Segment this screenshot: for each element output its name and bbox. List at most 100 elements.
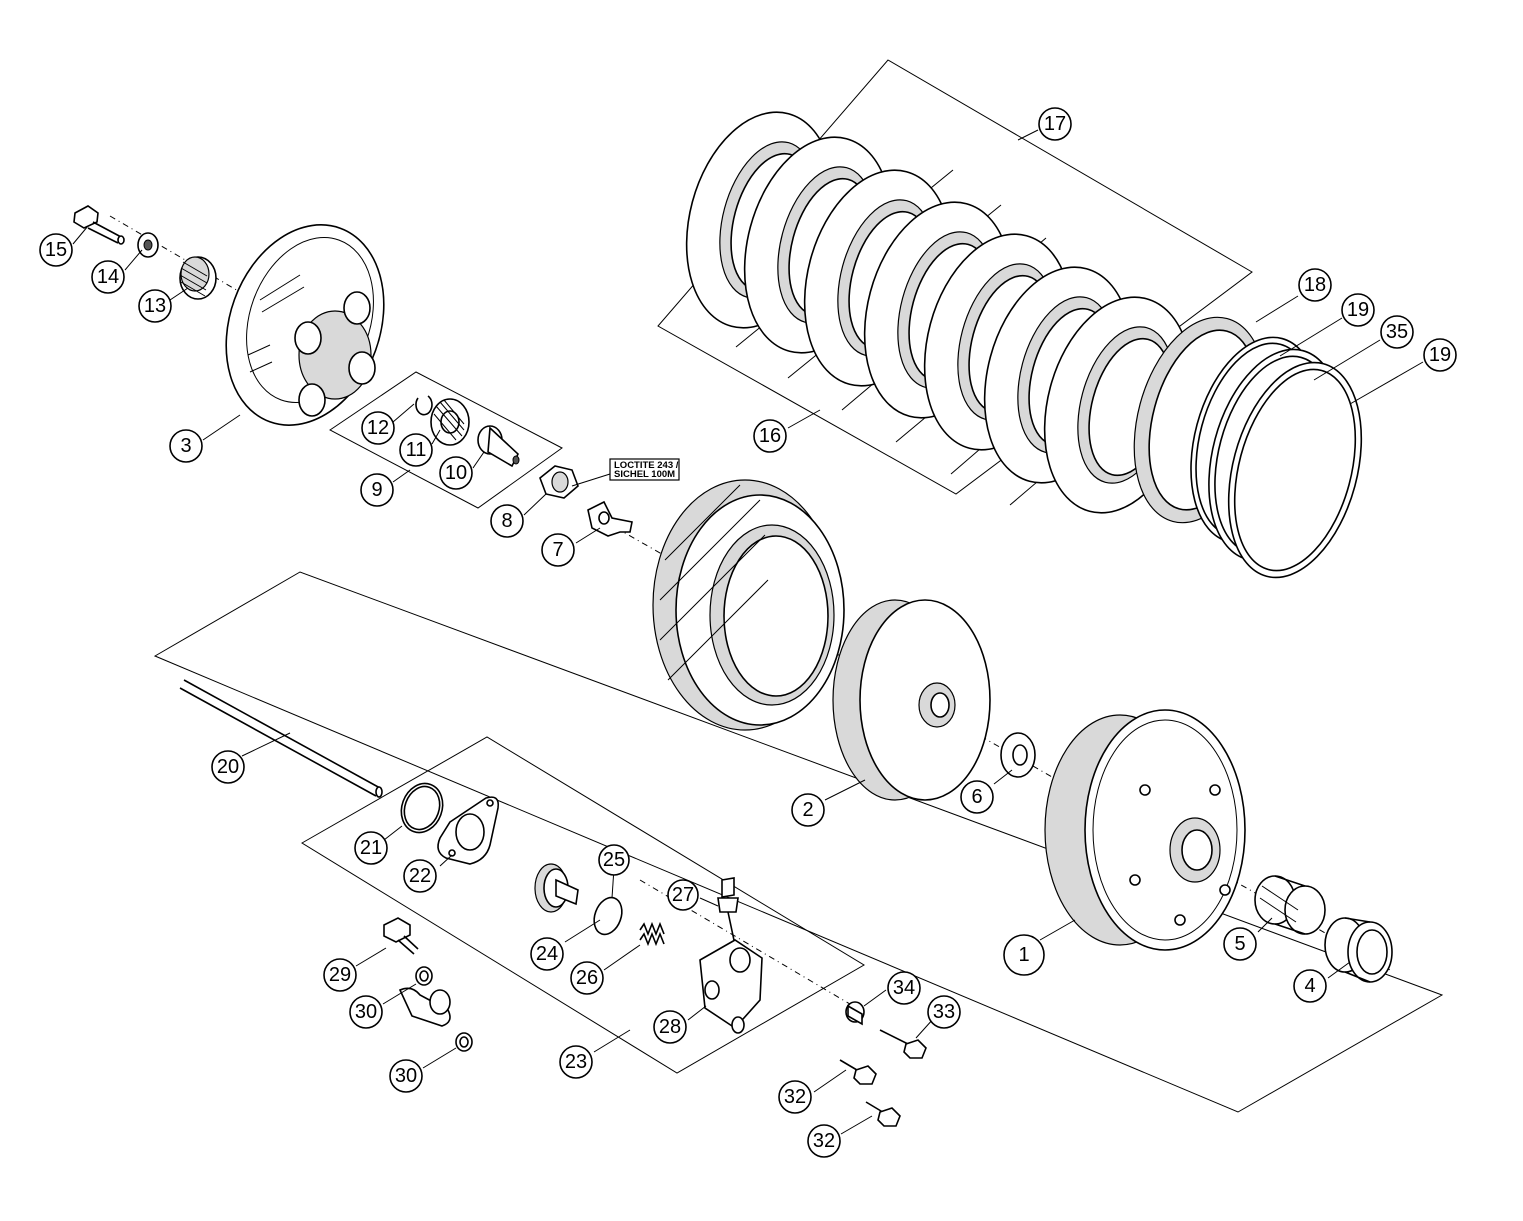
- label-25-text: 25: [603, 849, 625, 871]
- pressure-piece-part: [477, 425, 520, 468]
- label-35: 35: [1380, 315, 1414, 349]
- loctite-note-line2: SICHEL 100M: [614, 469, 675, 480]
- label-4: 4: [1293, 969, 1327, 1003]
- long-bolt-upper-part: [839, 1059, 877, 1085]
- label-33: 33: [927, 995, 961, 1029]
- thrust-washer-part: [1000, 732, 1036, 778]
- short-bolt-part: [879, 1029, 927, 1059]
- loctite-note-line1: LOCTITE 243 /: [614, 460, 679, 471]
- piston-spring-part: [639, 921, 665, 947]
- label-11: 11: [399, 433, 433, 467]
- piston-seal-part: [593, 896, 623, 936]
- label-7-text: 7: [552, 539, 563, 561]
- gasket-part: [437, 796, 500, 865]
- label-15: 15: [39, 233, 73, 267]
- label-34: 34: [887, 971, 921, 1005]
- label-7: 7: [541, 533, 575, 567]
- label-13-text: 13: [144, 295, 166, 317]
- label-2-text: 2: [802, 799, 813, 821]
- label-29: 29: [323, 958, 357, 992]
- label-6: 6: [960, 780, 994, 814]
- label-10: 10: [439, 456, 473, 490]
- label-32-lower-text: 32: [813, 1130, 835, 1152]
- label-9: 9: [360, 473, 394, 507]
- label-10-text: 10: [445, 462, 467, 484]
- label-18: 18: [1298, 268, 1332, 302]
- label-17: 17: [1038, 107, 1072, 141]
- label-14-text: 14: [97, 266, 119, 288]
- label-24: 24: [530, 937, 564, 971]
- label-32-upper-text: 32: [784, 1086, 806, 1108]
- banjo-bolt-part: [383, 917, 419, 955]
- label-22-text: 22: [409, 865, 431, 887]
- push-rod-part: [179, 679, 383, 798]
- label-34-text: 34: [893, 977, 915, 999]
- damper-rings: [1190, 336, 1363, 579]
- label-1: 1: [1003, 934, 1045, 976]
- label-6-text: 6: [971, 786, 982, 808]
- clutch-basket-part: [1044, 709, 1246, 951]
- label-28: 28: [653, 1010, 687, 1044]
- label-22: 22: [403, 859, 437, 893]
- clutch-spring-part: [179, 256, 217, 300]
- inner-hub-part: [832, 599, 991, 801]
- label-32-upper: 32: [778, 1080, 812, 1114]
- label-8-text: 8: [501, 510, 512, 532]
- label-20: 20: [211, 750, 245, 784]
- label-23: 23: [559, 1045, 593, 1079]
- label-19-lower: 19: [1423, 338, 1457, 372]
- label-9-text: 9: [371, 479, 382, 501]
- label-26: 26: [570, 961, 604, 995]
- banjo-fitting-part: [398, 987, 451, 1027]
- bolt-part: [73, 205, 125, 245]
- label-26-text: 26: [576, 967, 598, 989]
- label-21: 21: [354, 831, 388, 865]
- label-33-text: 33: [933, 1001, 955, 1023]
- label-19-upper: 19: [1341, 293, 1375, 327]
- label-17-text: 17: [1044, 113, 1066, 135]
- label-4-text: 4: [1304, 975, 1315, 997]
- circlip-part: [415, 395, 433, 416]
- label-30-lower-text: 30: [395, 1065, 417, 1087]
- label-11-text: 11: [406, 439, 427, 461]
- spring-retainer-part: [137, 232, 159, 258]
- label-30-lower: 30: [389, 1059, 423, 1093]
- label-15-text: 15: [45, 239, 67, 261]
- label-21-text: 21: [360, 837, 382, 859]
- label-20-text: 20: [217, 756, 239, 778]
- label-16: 16: [753, 419, 787, 453]
- clutch-pack-part: [652, 479, 845, 731]
- label-24-text: 24: [536, 943, 558, 965]
- bleed-valve-part: [717, 877, 739, 946]
- label-12: 12: [361, 411, 395, 445]
- sleeve-part: [845, 1001, 865, 1026]
- label-13: 13: [138, 289, 172, 323]
- pushrod-group-frame: [153, 571, 1444, 1113]
- label-35-text: 35: [1386, 321, 1408, 343]
- label-32-lower: 32: [807, 1124, 841, 1158]
- release-cylinder-kit-frame: [301, 736, 865, 1074]
- label-3-text: 3: [180, 435, 191, 457]
- label-19-upper-text: 19: [1347, 299, 1369, 321]
- label-12-text: 12: [367, 417, 389, 439]
- label-8: 8: [490, 504, 524, 538]
- label-29-text: 29: [329, 964, 351, 986]
- label-27: 27: [667, 879, 699, 911]
- pressure-cap-kit-frame: [329, 371, 563, 509]
- cylinder-body-part: [699, 939, 763, 1034]
- label-28-text: 28: [659, 1016, 681, 1038]
- o-ring-part: [400, 782, 444, 834]
- sealing-washer-lower-part: [455, 1032, 473, 1052]
- pressure-plate-part: [225, 224, 385, 426]
- label-30-upper-text: 30: [355, 1001, 377, 1023]
- label-5: 5: [1223, 927, 1257, 961]
- piston-part: [534, 863, 579, 913]
- label-19-lower-text: 19: [1429, 344, 1451, 366]
- label-5-text: 5: [1234, 933, 1245, 955]
- long-bolt-lower-part: [865, 1101, 901, 1127]
- label-16-text: 16: [759, 425, 781, 447]
- label-18-text: 18: [1304, 274, 1326, 296]
- label-27-text: 27: [672, 884, 694, 906]
- label-3: 3: [169, 429, 203, 463]
